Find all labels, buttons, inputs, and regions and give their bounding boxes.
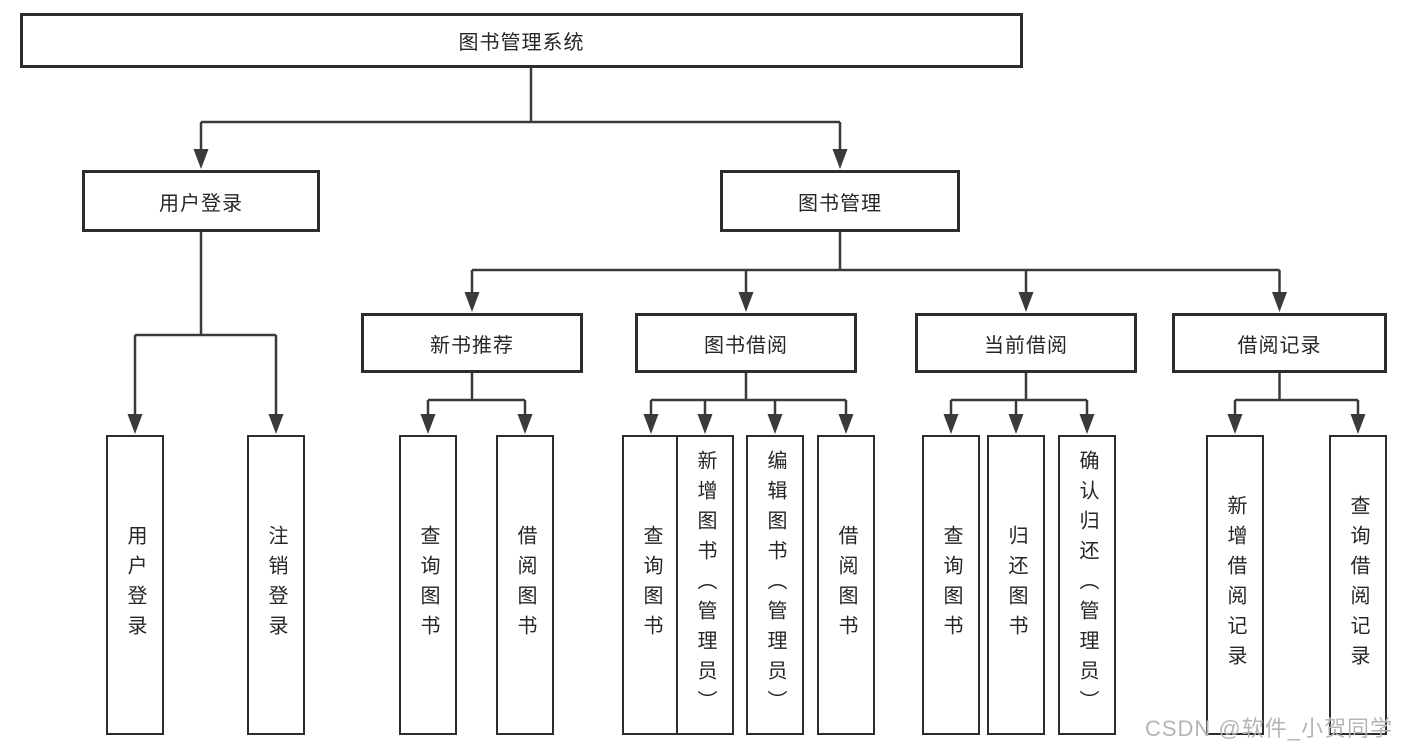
node-book-borrowing-label: 图书借阅 — [704, 334, 788, 357]
node-book-management-label: 图书管理 — [798, 192, 882, 215]
leaf-return-books: 归还图书 — [987, 435, 1045, 735]
leaf-query-books-recommend-label: 查询图书 — [417, 525, 439, 645]
node-library-system-label: 图书管理系统 — [458, 32, 585, 54]
leaf-add-borrow-record: 新增借阅记录 — [1206, 435, 1264, 735]
node-user-login: 用户登录 — [82, 170, 320, 232]
leaf-borrow-books-recommend-label: 借阅图书 — [514, 525, 536, 645]
leaf-user-login: 用户登录 — [106, 435, 164, 735]
leaf-query-borrow-record: 查询借阅记录 — [1329, 435, 1387, 735]
node-new-book-recommend-label: 新书推荐 — [430, 334, 514, 357]
node-new-book-recommend: 新书推荐 — [361, 313, 583, 373]
node-book-management: 图书管理 — [720, 170, 960, 232]
leaf-query-books-borrow-label: 查询图书 — [640, 525, 662, 645]
node-borrowing-records: 借阅记录 — [1172, 313, 1387, 373]
leaf-add-books-admin-label: 新增图书（管理员） — [694, 450, 716, 720]
watermark: CSDN @软件_小贺同学 — [1144, 716, 1393, 741]
leaf-query-books-current-label: 查询图书 — [940, 525, 962, 645]
leaf-add-borrow-record-label: 新增借阅记录 — [1224, 495, 1246, 675]
leaf-confirm-return-admin-label: 确认归还（管理员） — [1076, 450, 1098, 720]
leaf-confirm-return-admin: 确认归还（管理员） — [1058, 435, 1116, 735]
leaf-user-login-label: 用户登录 — [124, 525, 146, 645]
leaf-edit-books-admin: 编辑图书（管理员） — [746, 435, 804, 735]
leaf-query-books-recommend: 查询图书 — [399, 435, 457, 735]
node-borrowing-records-label: 借阅记录 — [1237, 334, 1322, 357]
leaf-borrow-books-label: 借阅图书 — [835, 525, 857, 645]
leaf-borrow-books-recommend: 借阅图书 — [496, 435, 554, 735]
node-book-borrowing: 图书借阅 — [635, 313, 857, 373]
node-library-system: 图书管理系统 — [20, 13, 1023, 68]
leaf-logout: 注销登录 — [247, 435, 305, 735]
node-user-login-label: 用户登录 — [159, 192, 243, 215]
leaf-logout-label: 注销登录 — [265, 525, 287, 645]
node-current-borrowing: 当前借阅 — [915, 313, 1137, 373]
leaf-query-borrow-record-label: 查询借阅记录 — [1347, 495, 1369, 675]
leaf-edit-books-admin-label: 编辑图书（管理员） — [764, 450, 786, 720]
leaf-query-books-borrow: 查询图书 — [622, 435, 680, 735]
leaf-add-books-admin: 新增图书（管理员） — [676, 435, 734, 735]
leaf-borrow-books: 借阅图书 — [817, 435, 875, 735]
leaf-query-books-current: 查询图书 — [922, 435, 980, 735]
leaf-return-books-label: 归还图书 — [1005, 525, 1027, 645]
node-current-borrowing-label: 当前借阅 — [984, 334, 1068, 357]
